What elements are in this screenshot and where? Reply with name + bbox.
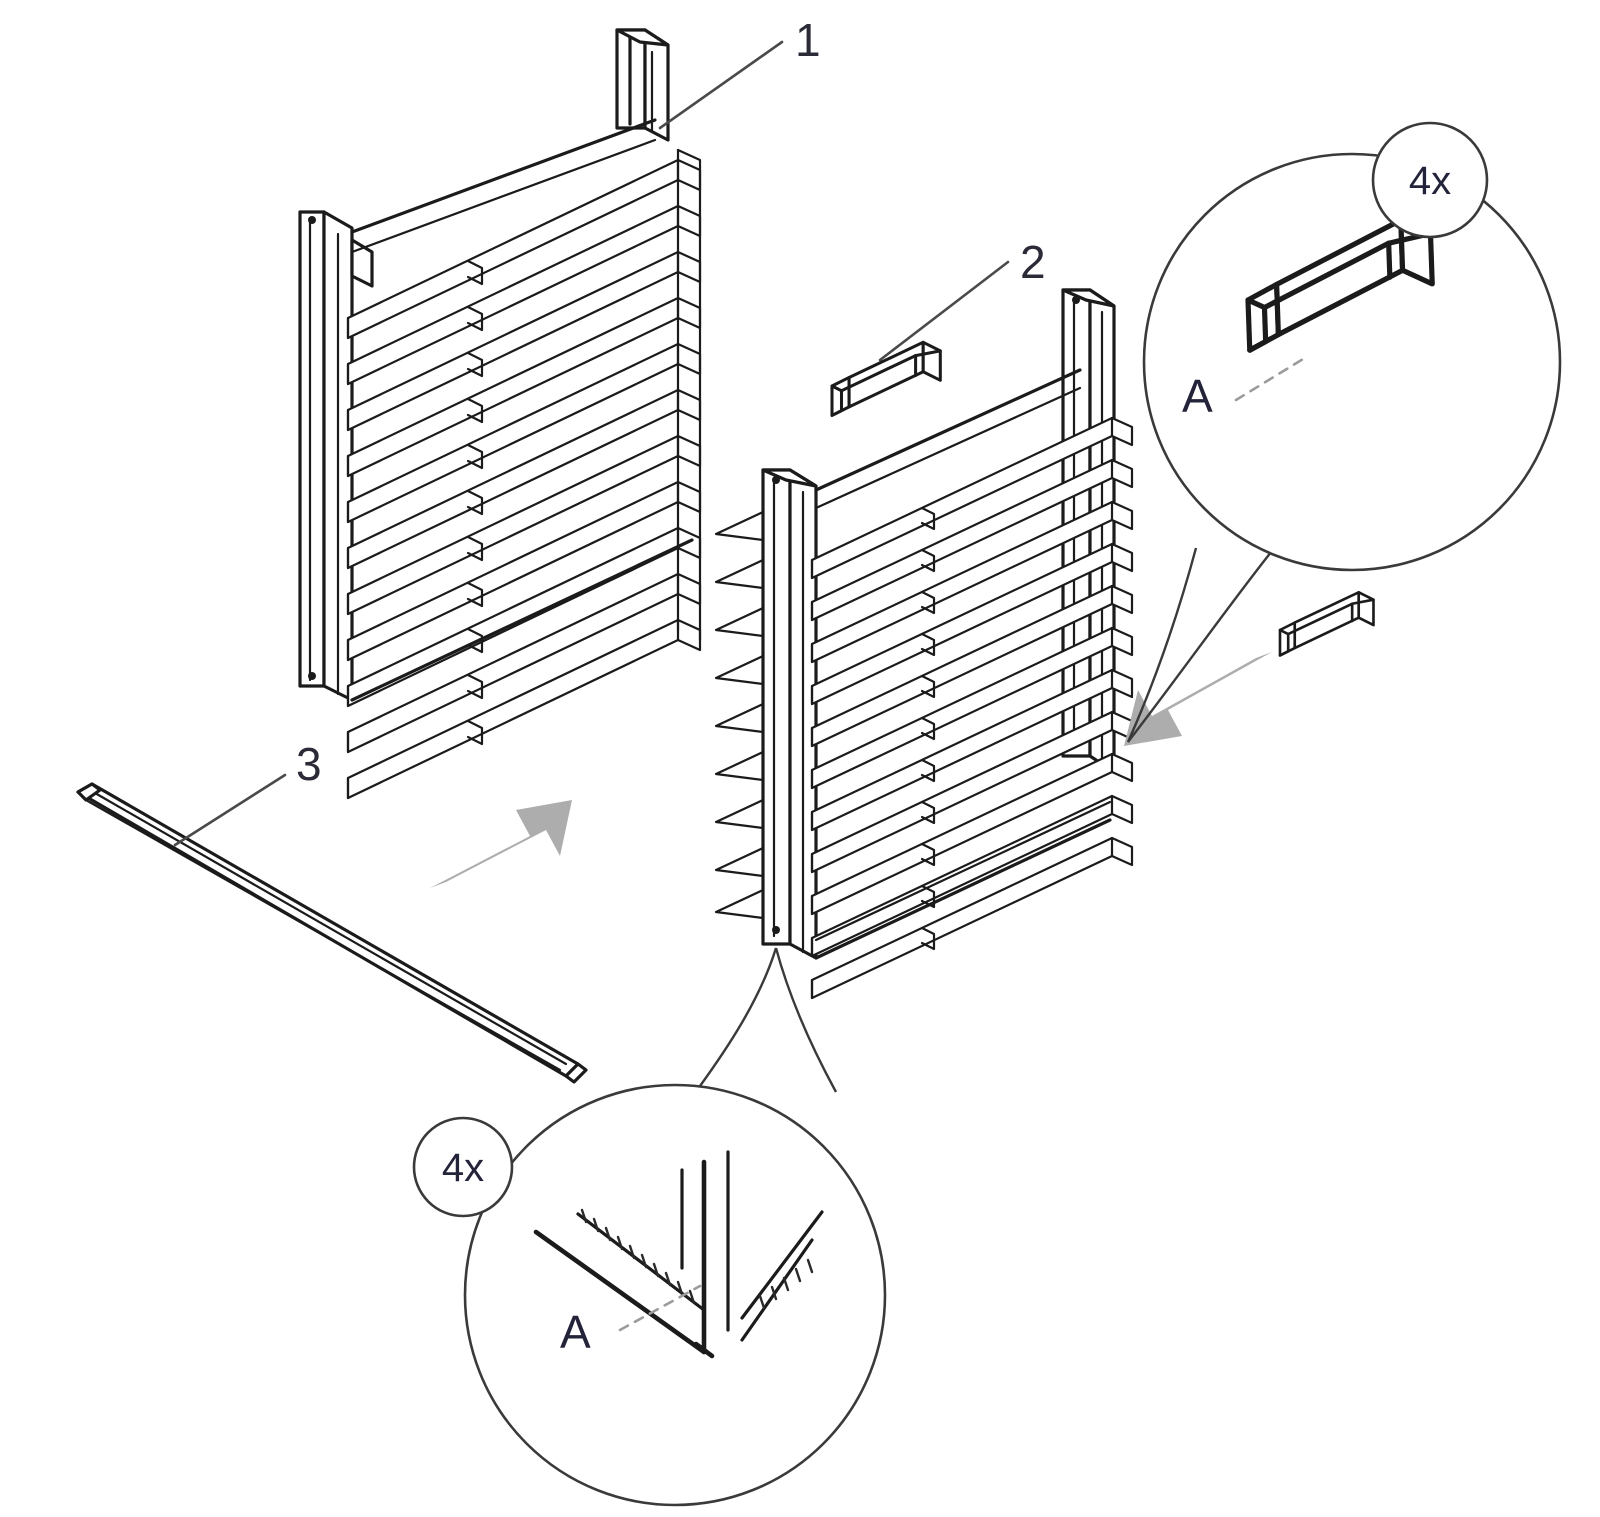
arrow-right-to-left: [1124, 652, 1272, 746]
panel-1-bottom-rail: [350, 538, 694, 702]
callout-top-right-circle: [1142, 152, 1562, 572]
callout-bottom-left-badge-circle: [412, 1116, 514, 1218]
callout-bottom-left-detail-joint: [533, 1150, 824, 1359]
clip-bracket-right-of-panel-2[interactable]: [1278, 590, 1375, 657]
rail-part-3[interactable]: [76, 782, 588, 1084]
part-label-1: 1: [795, 14, 821, 66]
panel-1-slat-ends: [676, 148, 702, 642]
panel-1-top-rail: [350, 118, 657, 234]
panel-1-louvered-panel[interactable]: [298, 28, 702, 800]
callout-top-right-pointer-b: [1127, 545, 1277, 743]
callout-bottom-left-quantity: 4x: [442, 1146, 484, 1190]
panel-2-bottom-rail: [814, 818, 1112, 960]
clip-bracket-above-panel-2[interactable]: [830, 340, 942, 417]
callout-top-right[interactable]: A 4x: [1126, 121, 1562, 743]
callout-bottom-left-pointer-a: [699, 947, 778, 1087]
part-1-leader-line: [658, 40, 784, 130]
callout-bottom-left-circle: [463, 1083, 887, 1507]
callout-top-right-detail-dash: [1234, 354, 1310, 402]
callout-top-right-detail-label: A: [1182, 370, 1213, 422]
part-label-2: 2: [1020, 236, 1046, 288]
panel-1-top-rail-edge: [350, 138, 657, 254]
callout-top-right-badge-circle: [1371, 121, 1489, 239]
callout-top-right-quantity: 4x: [1409, 159, 1451, 203]
part-3-leader-line: [173, 773, 287, 847]
part-label-1-group: 1: [658, 14, 821, 130]
panel-2-left-post: [761, 468, 818, 960]
panel-2-bottom-rail-edge: [814, 800, 1112, 942]
panel-1-top-post: [615, 28, 670, 142]
part-2-leader-line: [878, 260, 1010, 362]
part-label-3: 3: [296, 738, 322, 790]
panel-2-top-rail: [814, 368, 1082, 492]
panel-2-slat-tabs: [714, 510, 765, 920]
part-label-3-group: 3: [173, 738, 322, 847]
callout-bottom-left-detail-dash: [618, 1284, 702, 1332]
panel-2-top-rail-edge: [814, 386, 1082, 510]
part-label-2-group: 2: [878, 236, 1046, 362]
panel-2-louvered-panel[interactable]: [714, 288, 1134, 1000]
panel-1-left-post: [298, 210, 374, 702]
callout-bottom-left-pointer-b: [774, 947, 838, 1093]
arrow-left-to-right: [430, 800, 572, 888]
callout-bottom-left-detail-label: A: [560, 1306, 591, 1358]
callout-bottom-left[interactable]: A 4x: [412, 947, 887, 1507]
callout-top-right-pointer-a: [1126, 547, 1198, 743]
panel-1-slats: [346, 158, 702, 800]
